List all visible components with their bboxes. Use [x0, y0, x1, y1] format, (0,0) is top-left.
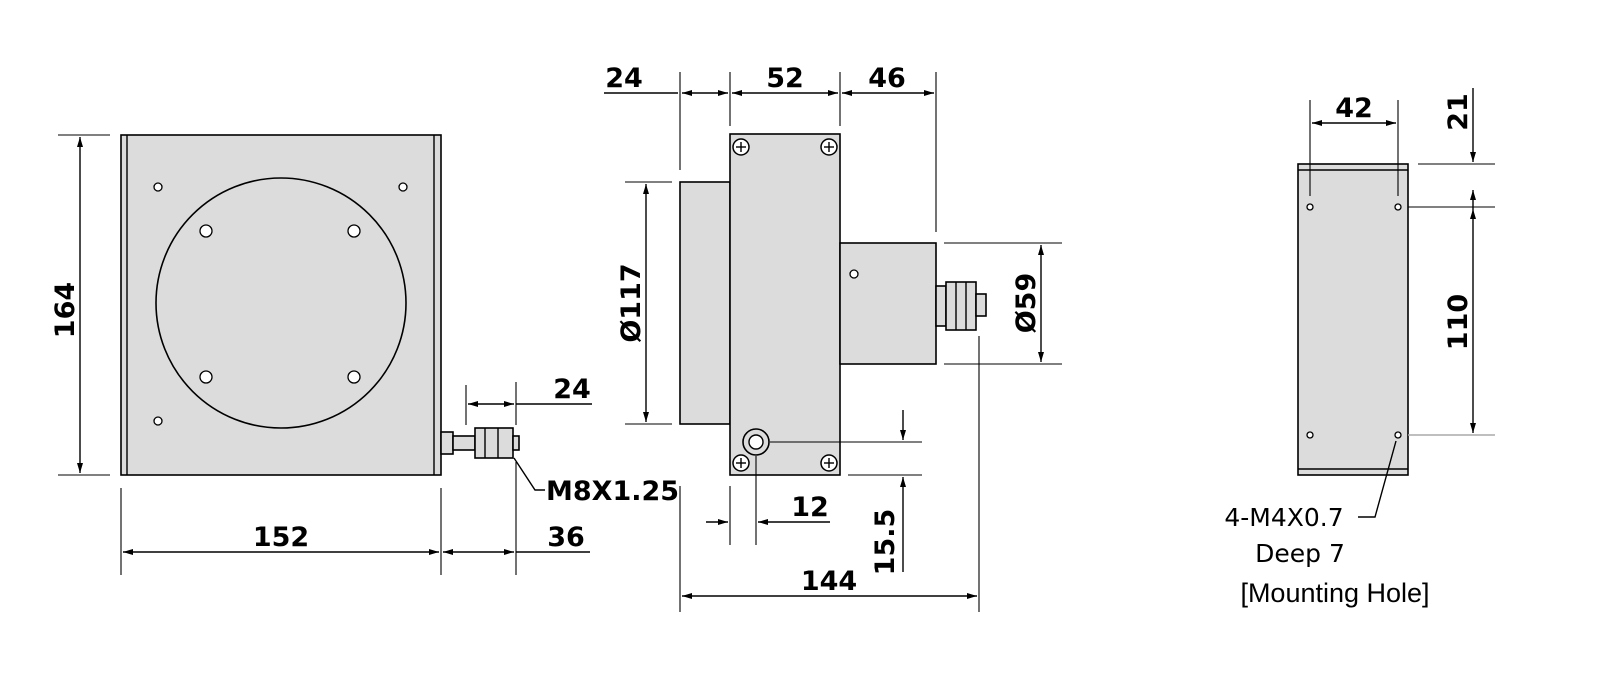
cover-screw — [347, 370, 361, 384]
cover-screw — [199, 370, 213, 384]
hole-callout-depth: Deep 7 — [1255, 539, 1345, 568]
corner-hole — [153, 416, 163, 426]
end-body — [1297, 163, 1409, 476]
hub-hole — [849, 269, 859, 279]
dim-overall-144: 144 — [801, 566, 857, 597]
body-screw — [820, 138, 838, 156]
dim-width-152: 152 — [253, 522, 309, 553]
dim-height-164: 164 — [50, 282, 81, 338]
cover-screw — [347, 224, 361, 238]
dim-hub-diameter: Ø59 — [1011, 273, 1042, 334]
end-view: 42 21 110 4-M4X0.7 Deep 7 [Mounting Hole… — [1224, 88, 1495, 608]
hole-callout-thread: 4-M4X0.7 — [1224, 503, 1343, 532]
corner-hole — [153, 182, 163, 192]
dim-fitting-24: 24 — [553, 374, 591, 405]
body-screw — [820, 454, 838, 472]
dim-top-offset-21: 21 — [1443, 93, 1474, 131]
side-view: 24 52 46 Ø117 Ø59 12 15.5 144 — [604, 63, 1062, 612]
dim-drum-diameter: Ø117 — [616, 263, 647, 342]
dim-hole-15-5: 15.5 — [870, 509, 901, 576]
dim-hole-spacing-42: 42 — [1335, 93, 1373, 124]
cover-screw — [199, 224, 213, 238]
mounting-hole — [1306, 431, 1314, 439]
mounting-hole — [1394, 431, 1402, 439]
corner-hole — [398, 182, 408, 192]
thread-callout: M8X1.25 — [546, 476, 679, 507]
drum-housing — [679, 181, 731, 425]
dim-hole-spacing-110: 110 — [1443, 294, 1474, 350]
front-view: 164 152 36 24 M8X1.25 — [50, 134, 679, 575]
hub — [839, 242, 937, 365]
dim-side-52: 52 — [766, 63, 804, 94]
cover-plate — [155, 177, 407, 429]
body-screw — [732, 454, 750, 472]
mounting-hole — [1306, 203, 1314, 211]
mounting-hole — [1394, 203, 1402, 211]
side-fitting — [935, 281, 987, 331]
dim-hole-12: 12 — [791, 492, 829, 523]
body-screw — [732, 138, 750, 156]
m8-fitting — [440, 427, 520, 459]
hole-callout-purpose: [Mounting Hole] — [1240, 578, 1429, 608]
dim-connector-36: 36 — [547, 522, 585, 553]
main-body — [729, 133, 841, 476]
cable-exit-hole — [742, 428, 770, 456]
dim-side-24: 24 — [605, 63, 643, 94]
dim-side-46: 46 — [868, 63, 906, 94]
